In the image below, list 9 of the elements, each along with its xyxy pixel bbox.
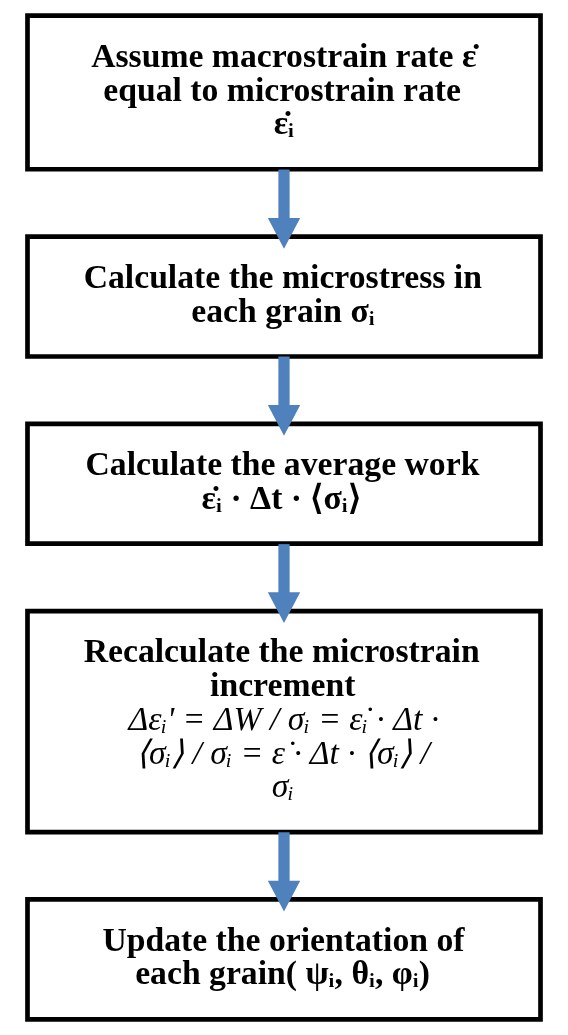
node-box: Assume macrostrain rate ε̇ equal to microstrain rate ε̇ᵢ [25,13,543,172]
node-box: Recalculate the microstrain increment Δεᵢ' = ΔW / σᵢ = ε̇ᵢ · Δt · ⟨σᵢ⟩ / σᵢ = ε̇ · Δt · ⟨σᵢ⟩ / σᵢ [25,608,543,835]
node-box: Calculate the microstress in each grain σᵢ [25,234,543,359]
arrow [267,356,301,436]
node-box: Update the orientation of each grain( ψᵢ, θᵢ, φᵢ) [25,897,543,1022]
node-box: Calculate the average work ε̇ᵢ · Δt · ⟨σᵢ⟩ [25,421,543,547]
arrow [267,544,301,624]
arrow [267,832,301,912]
arrow [267,169,301,249]
